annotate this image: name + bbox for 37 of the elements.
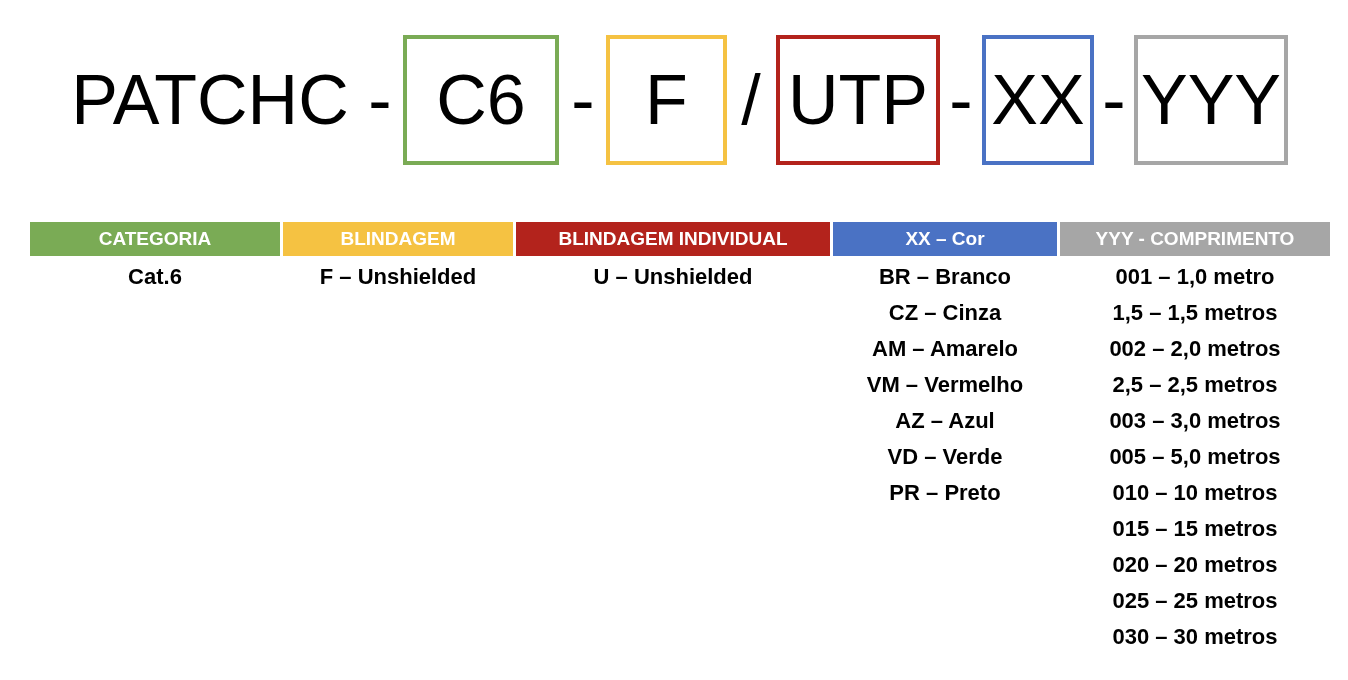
option-text: 015 – 15 metros bbox=[1111, 514, 1279, 543]
option-text: 020 – 20 metros bbox=[1111, 550, 1279, 579]
code-segment-box: XX bbox=[982, 35, 1094, 165]
option-text: 1,5 – 1,5 metros bbox=[1111, 298, 1279, 327]
separator: / bbox=[740, 60, 762, 141]
separator: - bbox=[948, 60, 974, 141]
separator: - bbox=[367, 60, 393, 141]
code-segment-box: C6 bbox=[403, 35, 559, 165]
option-text: 005 – 5,0 metros bbox=[1108, 442, 1282, 471]
option-text: AZ – Azul bbox=[894, 406, 996, 435]
option-text: Cat.6 bbox=[127, 262, 183, 291]
code-segment-box: YYY bbox=[1134, 35, 1288, 165]
separator: - bbox=[1101, 60, 1127, 141]
option-text: 2,5 – 2,5 metros bbox=[1111, 370, 1279, 399]
option-text: CZ – Cinza bbox=[887, 298, 1003, 327]
option-text: 003 – 3,0 metros bbox=[1108, 406, 1282, 435]
option-text: 030 – 30 metros bbox=[1111, 622, 1279, 651]
column-header: XX – Cor bbox=[833, 222, 1057, 256]
column-header: BLINDAGEM bbox=[283, 222, 513, 256]
option-text: F – Unshielded bbox=[318, 262, 478, 291]
column-header: BLINDAGEM INDIVIDUAL bbox=[516, 222, 830, 256]
option-text: 010 – 10 metros bbox=[1111, 478, 1279, 507]
option-text: BR – Branco bbox=[877, 262, 1012, 291]
option-text: 001 – 1,0 metro bbox=[1114, 262, 1276, 291]
code-segment-box: UTP bbox=[776, 35, 940, 165]
option-text: VM – Vermelho bbox=[865, 370, 1025, 399]
option-text: AM – Amarelo bbox=[871, 334, 1019, 363]
column-header: CATEGORIA bbox=[30, 222, 280, 256]
separator: - bbox=[570, 60, 596, 141]
code-prefix: PATCHC bbox=[70, 60, 350, 141]
option-text: PR – Preto bbox=[888, 478, 1002, 507]
column-header: YYY - COMPRIMENTO bbox=[1060, 222, 1330, 256]
option-text: 025 – 25 metros bbox=[1111, 586, 1279, 615]
option-text: 002 – 2,0 metros bbox=[1108, 334, 1282, 363]
option-text: U – Unshielded bbox=[592, 262, 754, 291]
option-text: VD – Verde bbox=[886, 442, 1004, 471]
code-segment-box: F bbox=[606, 35, 727, 165]
